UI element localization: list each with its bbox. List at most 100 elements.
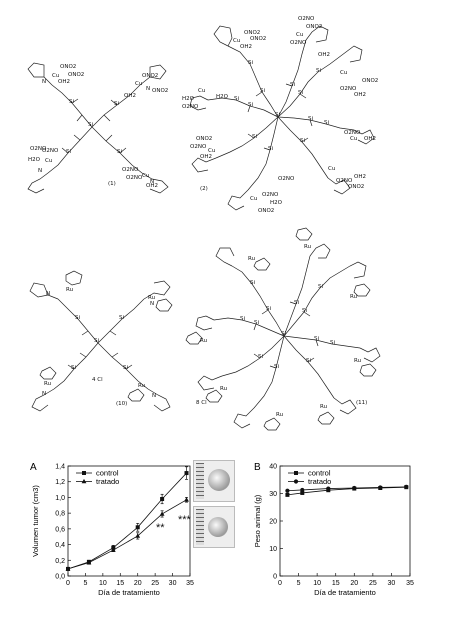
legend-marker (293, 479, 299, 484)
x-axis-label: Día de tratamiento (98, 588, 160, 597)
atom-ru: Ru (304, 244, 312, 250)
ruler-icon (196, 463, 204, 499)
data-point (184, 471, 189, 476)
data-point (135, 533, 141, 538)
ligand-label: O2NO (290, 40, 307, 46)
x-tick-label: 15 (116, 580, 124, 587)
atom-si: Si (117, 149, 123, 155)
plot-frame (67, 465, 191, 577)
y-tick-label: 0 (273, 574, 277, 581)
ligand-label: H2O (182, 96, 194, 102)
atom-n: N (46, 291, 51, 297)
significance-low: ** (156, 522, 165, 534)
y-tick-label: 1,0 (55, 495, 65, 502)
atom-si: Si (234, 96, 240, 102)
plot-frame (279, 465, 411, 577)
x-tick-label: 30 (169, 580, 177, 587)
panel-letter: B (254, 462, 261, 473)
x-tick-label: 35 (406, 580, 414, 587)
atom-si: Si (248, 60, 254, 66)
atom-ru: Ru (320, 404, 328, 410)
atom-ru: Ru (276, 412, 284, 418)
data-point (378, 485, 383, 490)
ligand-label: OH2 (200, 154, 212, 160)
atom-cu: Cu (233, 38, 241, 44)
tumor-photo-control (193, 460, 235, 502)
atom-si: Si (260, 88, 266, 94)
data-point (326, 486, 331, 491)
atom-si: Si (302, 308, 308, 314)
ligand-label: ONO2 (60, 64, 77, 70)
ligand-label: ONO2 (152, 88, 169, 94)
atom-cu: Cu (340, 70, 348, 76)
x-tick-label: 35 (186, 580, 194, 587)
ligand-label: OH2 (58, 79, 70, 85)
y-tick-label: 10 (269, 546, 277, 553)
counterion: 8 Cl (196, 400, 207, 406)
structure-2: Si Si Si Si Si Si Si Si Si Si Si Si Si C… (178, 12, 388, 217)
ligand-label: OH2 (146, 183, 158, 189)
structure-2-bonds (189, 25, 375, 211)
series-line (67, 472, 187, 570)
atom-cu: Cu (296, 32, 304, 38)
atom-si: Si (266, 306, 272, 312)
atom-cu: Cu (45, 158, 53, 164)
atom-cu: Cu (350, 136, 358, 142)
legend-label: tratado (96, 477, 119, 486)
compound-id: (2) (200, 186, 208, 192)
structure-1: Si Si Si Si Si Cu Cu Cu Cu N N N N ONO2 … (22, 55, 177, 195)
atom-si: Si (254, 320, 260, 326)
y-tick-label: 0,2 (55, 558, 65, 565)
x-tick-label: 30 (388, 580, 396, 587)
ligand-label: ONO2 (306, 24, 323, 30)
data-point (352, 485, 357, 491)
data-point (160, 497, 165, 501)
x-tick-label: 15 (332, 580, 340, 587)
atom-ru: Ru (354, 358, 362, 364)
data-point (300, 487, 305, 493)
ligand-label: O2NO (126, 175, 143, 181)
data-point (65, 566, 71, 571)
legend-marker (294, 471, 298, 475)
atom-si: Si (66, 149, 72, 155)
series-line (287, 486, 407, 492)
ligand-label: O2NO (30, 146, 47, 152)
ligand-label: H2O (270, 200, 282, 206)
series-line (287, 486, 407, 496)
atom-ru: Ru (44, 381, 52, 387)
data-point (86, 560, 92, 565)
atom-si: Si (318, 284, 324, 290)
compound-id: (10) (116, 401, 128, 407)
x-tick-label: 20 (134, 580, 142, 587)
atom-si: Si (324, 120, 330, 126)
x-tick-label: 10 (99, 580, 107, 587)
x-tick-label: 25 (151, 580, 159, 587)
atom-cu: Cu (208, 148, 216, 154)
ligand-label: ONO2 (362, 78, 379, 84)
atom-si: Si (248, 102, 254, 108)
ligand-label: ONO2 (244, 30, 261, 36)
atom-ru: Ru (138, 383, 146, 389)
legend-label: control (96, 469, 119, 478)
x-tick-label: 20 (350, 580, 358, 587)
atom-si: Si (94, 338, 100, 344)
ligand-label: O2NO (182, 104, 199, 110)
atom-n: N (146, 86, 151, 92)
y-tick-label: 0,4 (55, 542, 65, 549)
ligand-label: ONO2 (142, 73, 159, 79)
data-point (404, 484, 409, 489)
atom-ru: Ru (220, 386, 228, 392)
ligand-label: ONO2 (68, 72, 85, 78)
data-point (159, 511, 165, 516)
atom-si: Si (88, 122, 94, 128)
atom-ru: Ru (66, 287, 74, 293)
atom-ru: Ru (248, 256, 256, 262)
x-axis-label: Día de tratamiento (314, 588, 376, 597)
legend-marker (82, 471, 86, 475)
legend-label: tratado (308, 477, 331, 486)
legend-marker (81, 478, 87, 484)
ligand-label: H2O (216, 94, 228, 100)
atom-si: Si (258, 354, 264, 360)
